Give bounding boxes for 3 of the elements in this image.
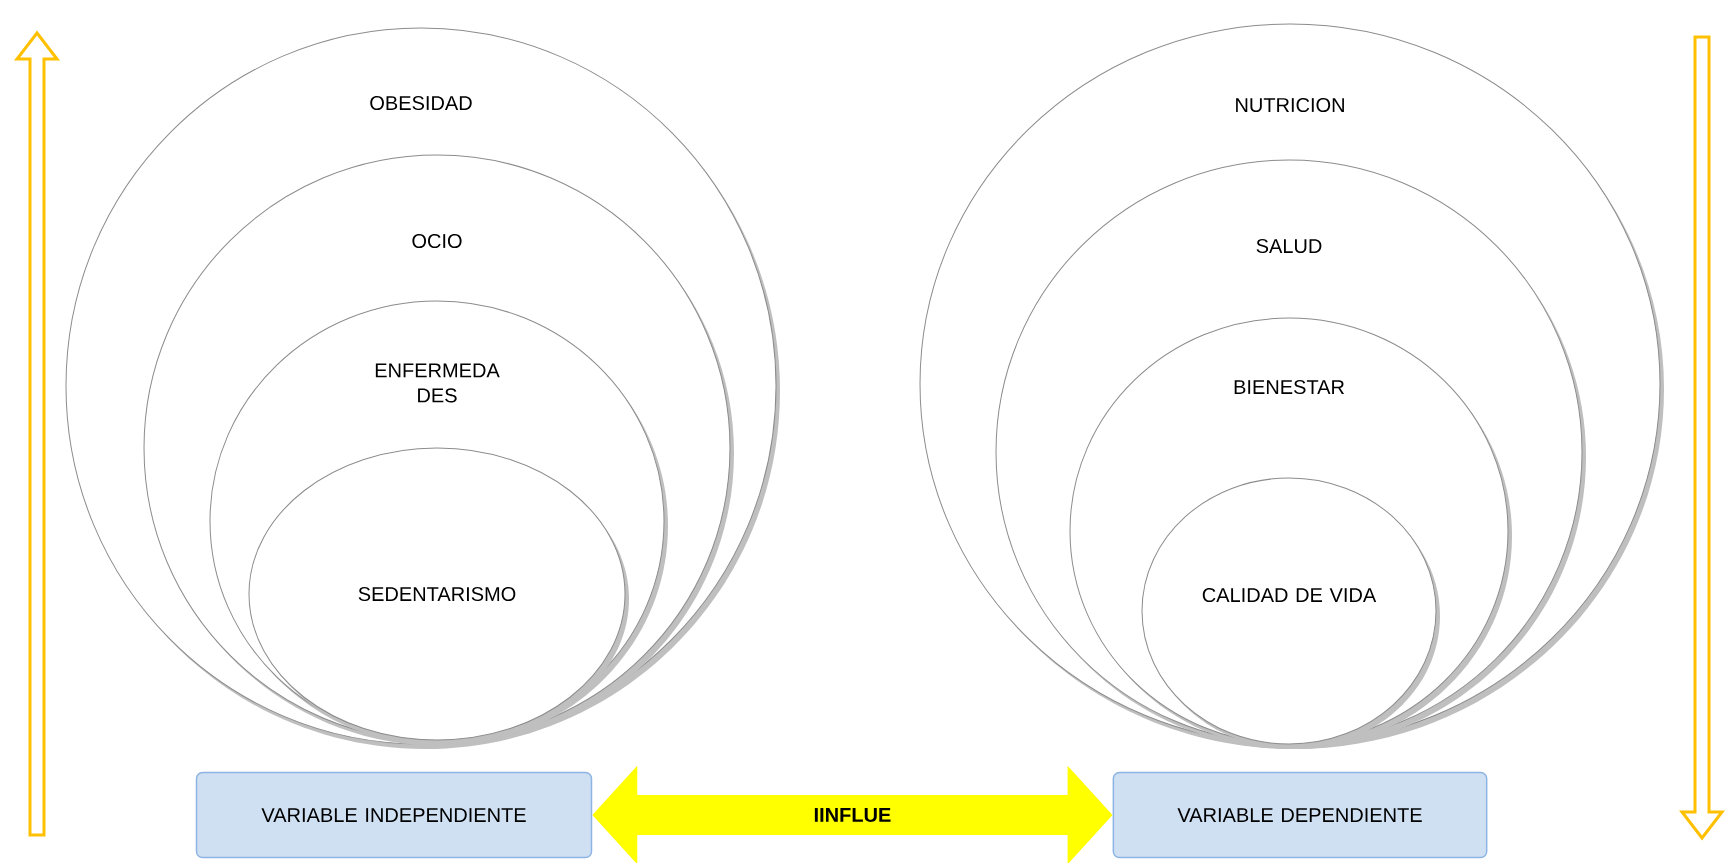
label-box: VARIABLE INDEPENDIENTE xyxy=(195,771,593,859)
label-box: VARIABLE DEPENDIENTE xyxy=(1112,771,1488,859)
edge-label: IINFLUE xyxy=(811,806,894,824)
